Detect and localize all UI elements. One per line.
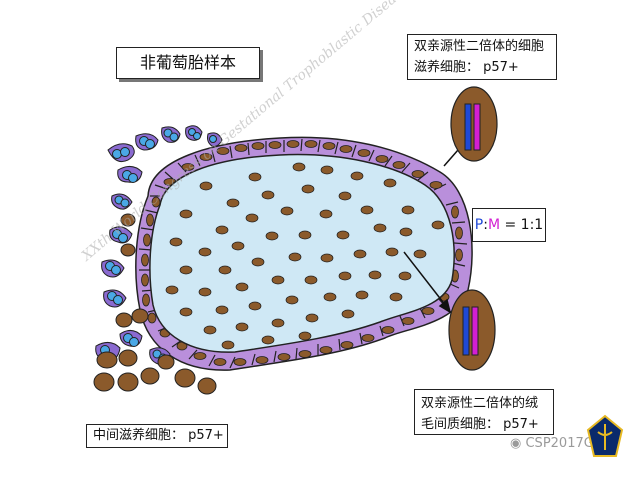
shield-logo-icon <box>586 414 624 457</box>
ratio-box: P:M = 1:1 <box>472 208 546 242</box>
arrow-head-bottom <box>438 298 452 314</box>
maternal-chromosome <box>473 103 481 151</box>
bottom-right-label-line1: 双亲源性二倍体的绒 <box>421 396 539 411</box>
ratio-colon: : <box>483 217 488 233</box>
top-right-label-box: 双亲源性二倍体的细胞 滋养细胞： p57+ <box>407 34 557 80</box>
top-right-label-line2: 滋养细胞： p57+ <box>414 60 519 75</box>
paternal-chromosome <box>464 103 472 151</box>
bottom-diploid-cell <box>448 289 496 371</box>
diagram-title: 非葡萄胎样本 <box>116 47 260 79</box>
arrow-to-bottom-cell <box>403 251 447 307</box>
bottom-left-label-box: 中间滋养细胞： p57+ <box>86 424 228 448</box>
bottom-right-label-box: 双亲源性二倍体的绒 毛间质细胞： p57+ <box>414 389 554 435</box>
intermediate-trophoblast-cluster <box>93 125 223 395</box>
intermediate-cell-nuclei <box>100 128 217 363</box>
villous-stroma <box>149 153 455 353</box>
top-diploid-cell <box>450 86 498 162</box>
stromal-nuclei <box>165 162 445 350</box>
top-right-label-line1: 双亲源性二倍体的细胞 <box>414 39 545 54</box>
bottom-right-label-line2: 毛间质细胞： p57+ <box>421 417 539 432</box>
maternal-chromosome <box>471 306 479 356</box>
arrows <box>403 110 492 314</box>
ratio-value: = 1:1 <box>500 217 544 233</box>
ratio-paternal: P <box>474 217 484 233</box>
brown-intermediate-cells <box>93 213 217 395</box>
chorionic-villus <box>135 136 473 371</box>
trophoblast-nuclei <box>141 140 463 366</box>
wechat-icon: ◉ <box>510 436 522 451</box>
paternal-chromosome <box>462 306 470 356</box>
ratio-maternal: M <box>487 217 501 233</box>
